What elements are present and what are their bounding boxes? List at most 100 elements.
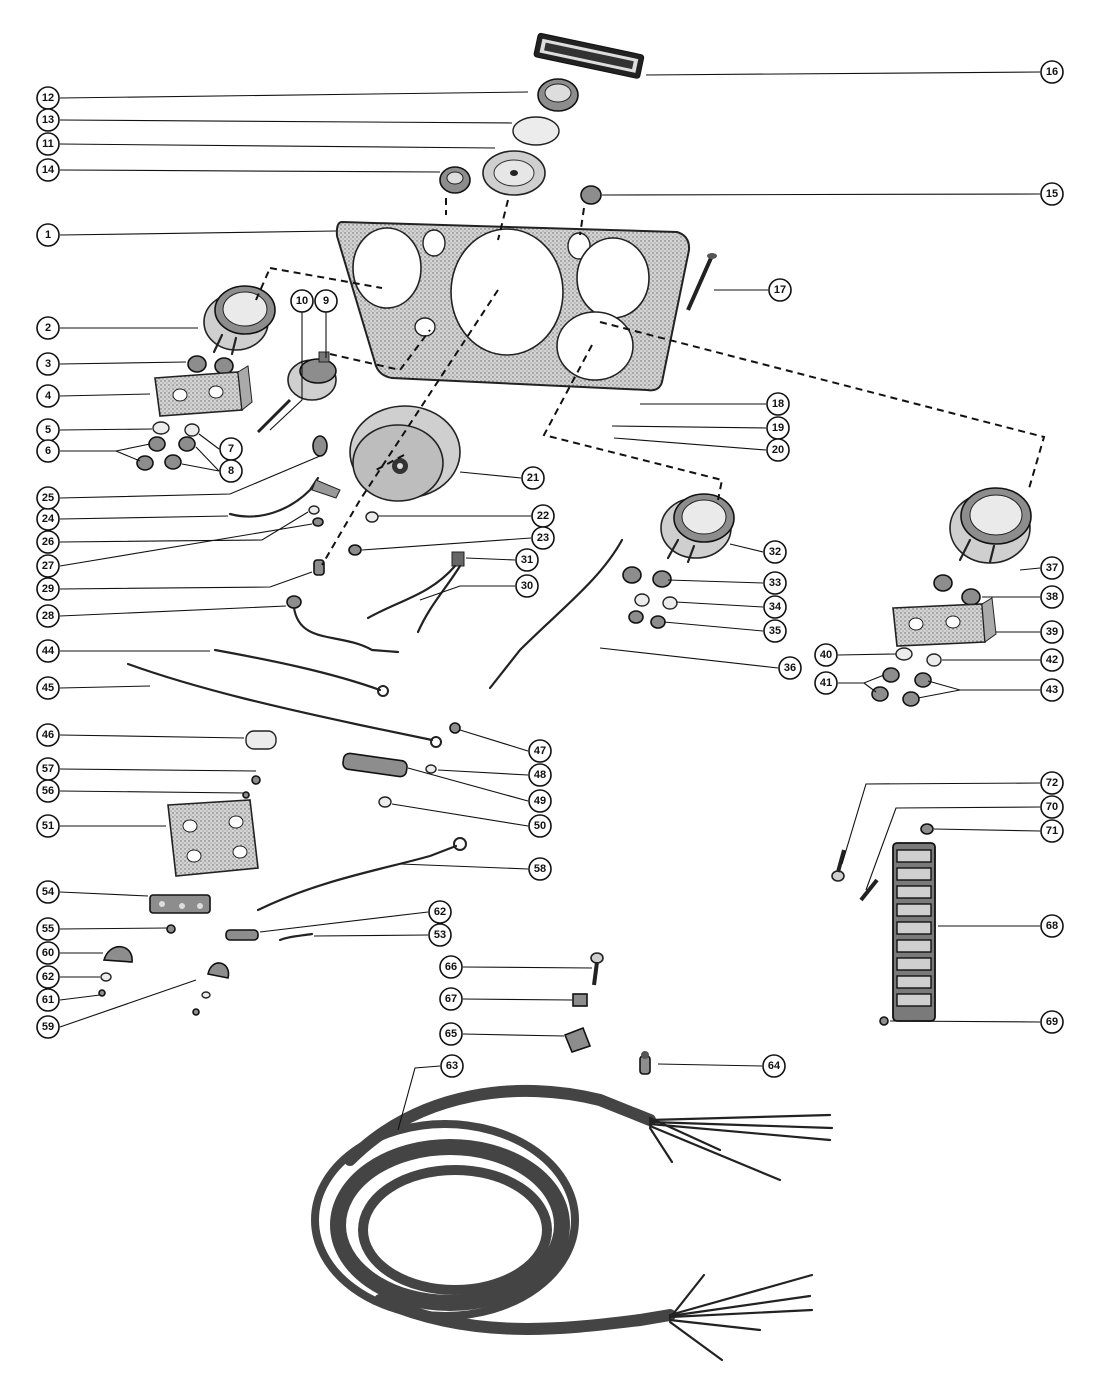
callout-21: 21 xyxy=(521,466,545,490)
nameplate-part xyxy=(533,32,645,79)
assembly-lines xyxy=(255,198,1046,566)
lamp-bracket-part xyxy=(311,479,341,499)
callout-19: 19 xyxy=(766,416,790,440)
callout-55: 55 xyxy=(36,917,60,941)
nut-part-41a xyxy=(882,667,900,683)
svg-text:12: 12 xyxy=(42,92,54,104)
terminal-strip-part-68 xyxy=(892,842,936,1022)
svg-text:6: 6 xyxy=(45,445,51,457)
svg-text:61: 61 xyxy=(42,994,54,1006)
nut-part-47 xyxy=(449,722,461,734)
screw-part-70 xyxy=(859,878,879,902)
svg-text:37: 37 xyxy=(1046,562,1058,574)
callout-49: 49 xyxy=(528,789,552,813)
small-nut-part-15 xyxy=(580,185,602,205)
washer-part-22 xyxy=(365,511,379,523)
sleeve-part-46 xyxy=(245,730,277,750)
nut-part-6b xyxy=(136,455,154,471)
bracket-part-39 xyxy=(892,597,997,647)
callout-34: 34 xyxy=(763,595,787,619)
callout-numbers: 1 2 3 4 5 6 7 8 9 10 11 12 13 14 15 16 1… xyxy=(36,60,1064,1078)
svg-text:47: 47 xyxy=(534,745,546,757)
callout-3: 3 xyxy=(36,352,60,376)
callout-37: 37 xyxy=(1040,556,1064,580)
lead-part-58 xyxy=(256,844,458,912)
callout-47: 47 xyxy=(528,739,552,763)
wiring-harness-part-63 xyxy=(311,1084,834,1362)
screw-part-59 xyxy=(192,1008,200,1016)
svg-text:64: 64 xyxy=(768,1060,781,1072)
callout-38: 38 xyxy=(1040,585,1064,609)
knob-nut-part xyxy=(439,166,471,194)
svg-text:21: 21 xyxy=(527,472,539,484)
svg-text:24: 24 xyxy=(42,513,55,525)
callout-10: 10 xyxy=(290,289,314,313)
callout-71: 71 xyxy=(1040,819,1064,843)
washer-part-59 xyxy=(201,991,211,999)
clip-part-60 xyxy=(102,945,133,963)
callout-60: 60 xyxy=(36,941,60,965)
connector-part-65 xyxy=(563,1026,592,1053)
svg-text:34: 34 xyxy=(769,601,782,613)
callout-4: 4 xyxy=(36,384,60,408)
lead-part-44 xyxy=(213,648,382,692)
washer-part-50 xyxy=(378,796,392,808)
svg-text:39: 39 xyxy=(1046,626,1058,638)
callout-23: 23 xyxy=(531,526,555,550)
callout-51: 51 xyxy=(36,814,60,838)
callout-40: 40 xyxy=(814,643,838,667)
washer-part-62 xyxy=(100,972,112,982)
washer-part-5 xyxy=(152,421,170,435)
svg-text:10: 10 xyxy=(296,295,308,307)
svg-text:41: 41 xyxy=(820,677,832,689)
callout-67: 67 xyxy=(439,987,463,1011)
svg-text:42: 42 xyxy=(1046,654,1058,666)
gauge-part-37 xyxy=(949,487,1032,564)
callout-17: 17 xyxy=(768,278,792,302)
callout-42: 42 xyxy=(1040,648,1064,672)
callout-43: 43 xyxy=(1040,678,1064,702)
callout-72: 72 xyxy=(1040,771,1064,795)
callout-57: 57 xyxy=(36,757,60,781)
svg-text:49: 49 xyxy=(534,795,546,807)
callout-16: 16 xyxy=(1040,60,1064,84)
callout-32: 32 xyxy=(763,540,787,564)
svg-text:69: 69 xyxy=(1046,1016,1058,1028)
svg-text:58: 58 xyxy=(534,863,546,875)
svg-text:70: 70 xyxy=(1046,801,1058,813)
svg-text:53: 53 xyxy=(434,929,446,941)
washer-part-40 xyxy=(895,647,913,661)
plate-part-51 xyxy=(167,799,259,877)
cable-part-36 xyxy=(488,538,624,690)
callout-33: 33 xyxy=(763,571,787,595)
parts-drawings xyxy=(98,32,1032,1362)
switch-part-64 xyxy=(639,1051,651,1075)
svg-text:8: 8 xyxy=(228,465,234,477)
washer-part-34b xyxy=(662,596,678,610)
svg-text:16: 16 xyxy=(1046,66,1058,78)
svg-text:31: 31 xyxy=(521,554,533,566)
svg-text:4: 4 xyxy=(45,390,52,402)
callout-25: 25 xyxy=(36,486,60,510)
svg-text:71: 71 xyxy=(1046,825,1058,837)
callout-58: 58 xyxy=(528,857,552,881)
svg-text:22: 22 xyxy=(537,510,549,522)
callout-1: 1 xyxy=(36,223,60,247)
screw-part-66 xyxy=(590,952,604,986)
washer-part-33a xyxy=(622,566,642,584)
callout-29: 29 xyxy=(36,577,60,601)
callout-15: 15 xyxy=(1040,182,1064,206)
svg-text:19: 19 xyxy=(772,422,784,434)
callout-28: 28 xyxy=(36,604,60,628)
callout-22: 22 xyxy=(531,504,555,528)
callout-70: 70 xyxy=(1040,795,1064,819)
lead-part-45 xyxy=(126,662,434,742)
svg-text:40: 40 xyxy=(820,649,832,661)
callout-66: 66 xyxy=(439,955,463,979)
svg-text:33: 33 xyxy=(769,577,781,589)
switch-part-9 xyxy=(287,351,337,401)
callout-26: 26 xyxy=(36,530,60,554)
screw-part-10 xyxy=(256,398,292,434)
washer-part-3a xyxy=(187,355,207,373)
washer-part-38b xyxy=(961,588,981,606)
